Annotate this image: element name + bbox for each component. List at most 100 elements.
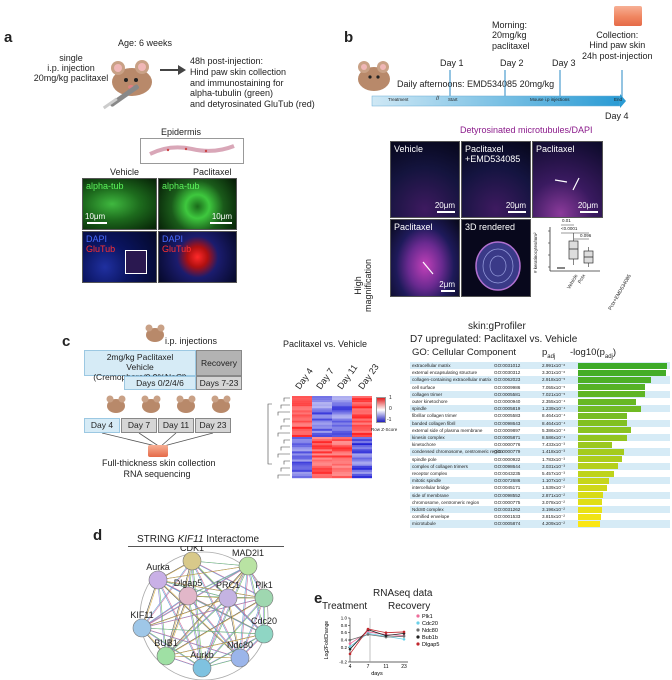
go-id: GO:0005874 xyxy=(494,521,521,527)
go-padj: 5.386x10⁻⁴ xyxy=(542,427,566,433)
injection-text: single i.p. injection 20mg/kg paclitaxel xyxy=(33,53,109,83)
collection-text: Collection: Hind paw skin 24h post-injec… xyxy=(582,30,653,61)
go-term: intercellular bridge xyxy=(412,485,450,491)
go-bar xyxy=(578,362,667,369)
morning-text: Morning: 20mg/kg paclitaxel xyxy=(492,20,530,51)
go-term: fibrillar collagen trimer xyxy=(412,413,457,419)
go-term: kinetochore xyxy=(412,442,436,448)
legend-marker xyxy=(416,621,420,625)
days-box: Days 0/2/4/6 xyxy=(124,376,196,390)
go-id: GO:0000779 xyxy=(494,449,521,455)
data-point xyxy=(366,627,370,631)
panel-a-label: a xyxy=(4,29,13,46)
box-xcat-pctx-emd: Pctx+EMD534085 xyxy=(607,273,633,312)
legend-marker xyxy=(416,635,420,639)
legend-label: Cdc20 xyxy=(422,621,438,627)
go-term: mitotic spindle xyxy=(412,478,442,484)
y-tick-label: 0.4 xyxy=(341,638,348,643)
day1-label: Day 1 xyxy=(440,58,464,68)
string-node-label: Dlgap5 xyxy=(174,578,203,588)
string-node xyxy=(182,551,202,571)
go-padj: 2.355x10⁻⁴ xyxy=(542,399,566,404)
go-term: banded collagen fibril xyxy=(412,420,456,426)
go-bar xyxy=(578,420,628,427)
go-padj: 1.418x10⁻³ xyxy=(542,449,565,455)
go-id: GO:0009986 xyxy=(494,384,521,390)
string-node xyxy=(156,646,176,666)
afternoons-label: Daily afternoons: EMD534085 20mg/kg xyxy=(397,79,555,89)
data-point xyxy=(402,635,406,638)
go-term: chromosome, centromeric region xyxy=(412,499,480,505)
data-point xyxy=(366,633,370,636)
micrograph-vehicle-glutub: DAPI GluTub xyxy=(82,231,157,283)
go-table-row: kinetochore GO:0000776 7.433x10⁻³ xyxy=(410,441,670,449)
go-term: extracellular matrix xyxy=(412,363,451,368)
injections-label: i.p. injections xyxy=(165,336,218,346)
y-tick-label: 1.0 xyxy=(341,616,348,621)
string-node xyxy=(230,648,250,668)
tl-start: Start xyxy=(448,97,458,102)
data-point xyxy=(348,638,352,642)
go-padj: 3.196x10⁻² xyxy=(542,507,565,512)
x-tick-label: 11 xyxy=(383,664,388,670)
go-padj: 7.433x10⁻³ xyxy=(542,442,565,448)
go-padj: 1.107x10⁻² xyxy=(542,478,565,484)
log-header: -log10(padj) xyxy=(570,347,617,360)
go-term: collagen-containing extracellular matrix xyxy=(412,377,492,383)
legend-label: Ndc80 xyxy=(422,628,438,634)
go-term: receptor complex xyxy=(412,471,448,476)
go-bar xyxy=(578,405,641,412)
legend-marker xyxy=(416,628,420,632)
rnaseq-title: RNAseq data xyxy=(373,588,433,599)
skin-section-diagram xyxy=(140,138,244,164)
string-node xyxy=(148,570,168,590)
go-id: GO:0000776 xyxy=(494,442,521,448)
go-bar xyxy=(578,456,623,463)
go-term: spindle xyxy=(412,406,427,412)
go-padj: 3.301x10⁻⁶ xyxy=(542,370,566,376)
string-node-label: KIF11 xyxy=(130,610,153,620)
go-bar xyxy=(578,477,610,484)
go-bar xyxy=(578,463,619,470)
go-bar xyxy=(578,376,651,383)
heatmap-col-label: Day 23 xyxy=(356,362,381,392)
go-id: GO:0072686 xyxy=(494,478,521,484)
go-bar xyxy=(578,492,603,499)
go-padj: 2.991x10⁻⁶ xyxy=(542,363,566,368)
go-id: GO:0030312 xyxy=(494,370,521,376)
p-value-1: <0.0001 xyxy=(561,226,578,231)
go-bar xyxy=(578,391,645,398)
data-point xyxy=(384,634,388,637)
go-term: outer kinetochore xyxy=(412,399,448,404)
go-padj: 7.055x10⁻⁵ xyxy=(542,384,566,390)
string-node xyxy=(132,618,152,638)
day2-label: Day 2 xyxy=(500,58,524,68)
y-axis-label: Log2FoldChange xyxy=(324,621,330,660)
epidermis-label: Epidermis xyxy=(161,127,202,137)
go-bar xyxy=(578,398,637,405)
go-bar xyxy=(578,513,601,520)
go-term: condensed chromosome, centromeric region xyxy=(412,449,503,455)
legend-marker xyxy=(416,642,420,646)
go-header: GO: Cellular Component xyxy=(412,347,517,358)
go-term: Ndc80 complex xyxy=(412,507,444,512)
go-padj: 8.464x10⁻⁴ xyxy=(542,420,566,426)
gprofiler-subtitle: D7 upregulated: Paclitaxel vs. Vehicle xyxy=(410,334,578,345)
data-point xyxy=(348,652,352,656)
go-bar xyxy=(578,506,603,513)
legend-m1: -1 xyxy=(387,417,392,423)
go-padj: 5.457x10⁻³ xyxy=(542,471,565,476)
go-id: GO:0031012 xyxy=(494,363,521,368)
go-bar xyxy=(578,520,601,527)
timeline-b xyxy=(371,70,626,108)
